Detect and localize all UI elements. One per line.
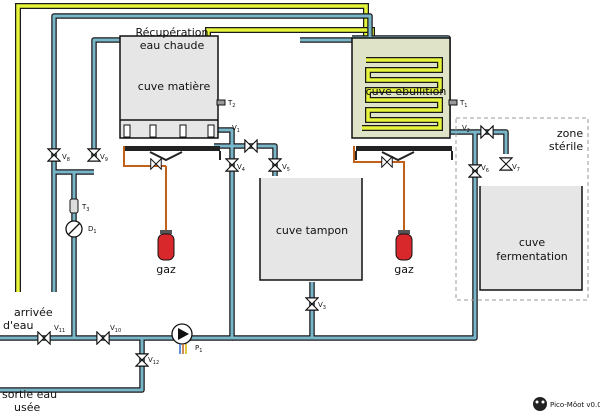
flow-meter-d1: D1 <box>65 220 97 238</box>
v7-tag: V7 <box>512 163 520 173</box>
pump-p1: P1 <box>171 323 202 354</box>
v8-tag: V8 <box>62 153 70 163</box>
zone-sterile-label-line2: stérile <box>549 140 583 153</box>
sensor-t3: T3 <box>69 198 89 214</box>
sortie-label-line1: sortie eau <box>2 388 57 401</box>
v1-tag: V1 <box>232 124 240 134</box>
gaz-left-label: gaz <box>156 263 176 276</box>
cuve-fermentation-label-line2: fermentation <box>496 250 568 263</box>
t1-tag: T1 <box>459 99 467 109</box>
d1-tag: D1 <box>88 225 97 235</box>
valve-v12 <box>135 353 149 367</box>
valve-v8 <box>47 148 61 162</box>
v11-tag: V11 <box>54 324 65 334</box>
v3-tag: V3 <box>318 301 326 311</box>
zone-sterile: zone stérile cuve fermentation <box>455 117 589 301</box>
valve-tags: V8 V9 V1 V4 V5 V2 V6 V7 V3 V11 V10 V12 <box>54 124 520 366</box>
recuperation-label-line1: Récupération <box>135 26 208 39</box>
arrivee-label-line1: arrivée <box>14 306 53 319</box>
valve-v11 <box>37 331 51 345</box>
cuve-tampon-label: cuve tampon <box>276 224 348 237</box>
v2-tag: V2 <box>462 124 470 134</box>
valve-v1 <box>244 139 258 153</box>
cuve-matiere-tank: Récupération eau chaude cuve matière T2 <box>119 26 235 139</box>
cuve-ebullition-label: cuve ebullition <box>366 85 447 98</box>
v12-tag: V12 <box>148 356 159 366</box>
valve-v10 <box>96 331 110 345</box>
v9-tag: V9 <box>100 153 108 163</box>
brand-label: Pico-Môot v0.0 <box>550 401 600 409</box>
gas-bottle-right: gaz <box>394 230 414 276</box>
recuperation-label-line2: eau chaude <box>140 39 205 52</box>
arrivee-label-line2: d'eau <box>3 319 34 332</box>
cuve-matiere-label: cuve matière <box>138 80 211 93</box>
v5-tag: V5 <box>282 163 290 173</box>
valve-v6 <box>468 164 482 178</box>
p1-tag: P1 <box>195 344 202 354</box>
valve-v2 <box>480 125 494 139</box>
thermometer-t2 <box>216 99 226 106</box>
burner-right <box>353 146 453 232</box>
cuve-ebullition-tank: cuve ebullition T1 <box>351 37 467 139</box>
valve-v9 <box>87 148 101 162</box>
valve-v5 <box>268 158 282 172</box>
sortie-label-line2: usée <box>14 401 40 414</box>
valve-v3 <box>305 297 319 311</box>
cuve-fermentation-label-line1: cuve <box>519 236 546 249</box>
v4-tag: V4 <box>237 163 245 173</box>
burner-left <box>123 146 221 232</box>
v6-tag: V6 <box>481 164 489 174</box>
gaz-right-label: gaz <box>394 263 414 276</box>
cuve-tampon-tank: cuve tampon <box>259 178 363 281</box>
v10-tag: V10 <box>110 324 121 334</box>
t3-tag: T3 <box>81 203 89 213</box>
pico-moot-logo: Pico-Môot v0.0 <box>533 397 600 411</box>
zone-sterile-label-line1: zone <box>557 127 583 140</box>
gas-bottle-left: gaz <box>156 230 176 276</box>
valve-v7 <box>499 157 513 171</box>
t2-tag: T2 <box>227 99 235 109</box>
thermometer-t1 <box>448 99 458 106</box>
